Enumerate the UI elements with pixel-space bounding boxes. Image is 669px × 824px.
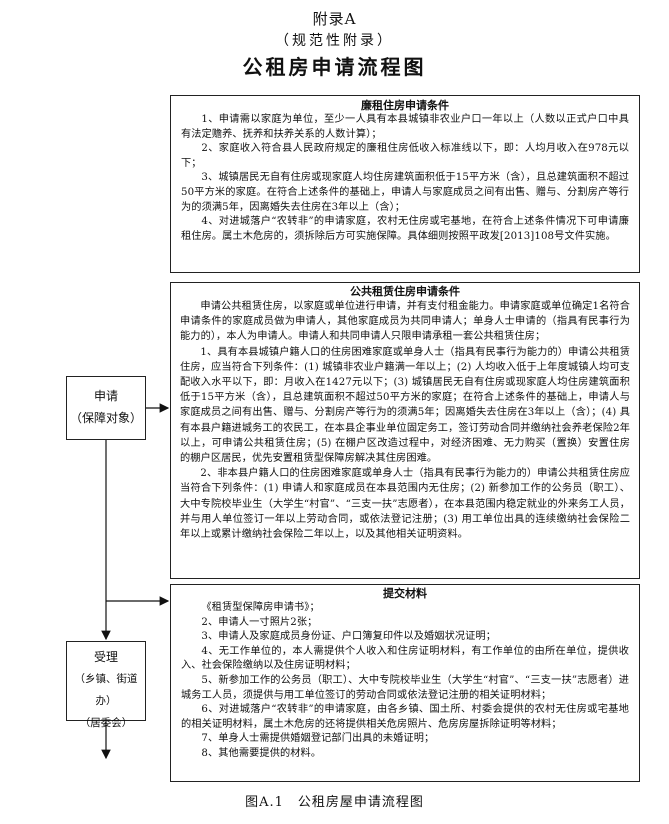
lianzu-item-1: 1、申请需以家庭为单位，至少一人具有本县城镇非农业户口一年以上（人数以正式户口中… (181, 114, 629, 140)
apply-label: 申请 (93, 389, 118, 403)
materials-item-7: 7、单身人士需提供婚姻登记部门出具的未婚证明； (201, 733, 435, 745)
gongzu-conditions-box: 公共租赁住房申请条件 申请公共租赁住房，以家庭或单位进行申请，并有支付租金能力。… (170, 282, 640, 579)
lianzu-heading: 廉租住房申请条件 (361, 99, 449, 112)
accept-label: 受理 (93, 650, 118, 664)
materials-item-1: 《租赁型保障房申请书》； (201, 602, 320, 613)
appendix-label: 附录A (312, 10, 357, 28)
accept-sub-committee: （居委会） (79, 717, 133, 729)
lianzu-item-2: 2、家庭收入符合县人民政府规定的廉租住房低收入标准线以下，即：人均月收入在978… (181, 143, 629, 169)
materials-item-8: 8、其他需要提供的材料。 (201, 747, 322, 759)
lianzu-item-3: 3、城镇居民无自有住房或现家庭人均住房建筑面积低于15平方米（含），且总建筑面积… (181, 172, 629, 213)
figure-caption: 图A.1 公租房屋申请流程图 (245, 795, 424, 810)
apply-sub: （保障对象） (69, 411, 142, 425)
materials-item-5: 5、新参加工作的公务员（职工）、大中专院校毕业生（大学生“村官”、“三支一扶”志… (181, 674, 629, 701)
materials-box: 提交材料 《租赁型保障房申请书》； 2、申请人一寸照片2张； 3、申请人及家庭成… (170, 584, 640, 782)
page-title: 公租房申请流程图 (242, 55, 427, 79)
materials-heading: 提交材料 (383, 587, 427, 600)
materials-item-3: 3、申请人及家庭成员身份证、户口簿复印件以及婚姻状况证明； (201, 631, 497, 643)
gongzu-para-1: 1、具有本县城镇户籍人口的住房困难家庭或单身人士（指具有民事行为能力的）申请公共… (180, 346, 630, 465)
materials-item-6: 6、对进城落户“农转非”的申请家庭，由各乡镇、国土所、村委会提供的农村无住房或宅… (181, 704, 629, 730)
appendix-note: （规范性附录） (275, 33, 394, 49)
gongzu-para-intro: 申请公共租赁住房，以家庭或单位进行申请，并有支付租金能力。申请家庭或单位确定1名… (180, 301, 630, 343)
lianzu-item-4: 4、对进城落户“农转非”的申请家庭，农村无住房或宅基地，在符合上述条件情况下可申… (181, 216, 629, 242)
gongzu-para-2: 2、非本县户籍人口的住房困难家庭或单身人士（指具有民事行为能力的）申请公共租赁住… (180, 468, 630, 541)
accept-box: 受理 （乡镇、街道办） （居委会） (66, 641, 146, 729)
apply-box: 申请 （保障对象） (66, 376, 146, 440)
lianzu-conditions-box: 廉租住房申请条件 1、申请需以家庭为单位，至少一人具有本县城镇非农业户口一年以上… (170, 95, 640, 273)
gongzu-heading: 公共租赁住房申请条件 (350, 285, 460, 298)
materials-item-4: 4、无工作单位的，本人需提供个人收入和住房证明材料，有工作单位的由所在单位，提供… (181, 645, 629, 672)
accept-sub-township: （乡镇、街道办） (74, 673, 138, 707)
materials-item-2: 2、申请人一寸照片2张； (201, 616, 318, 628)
